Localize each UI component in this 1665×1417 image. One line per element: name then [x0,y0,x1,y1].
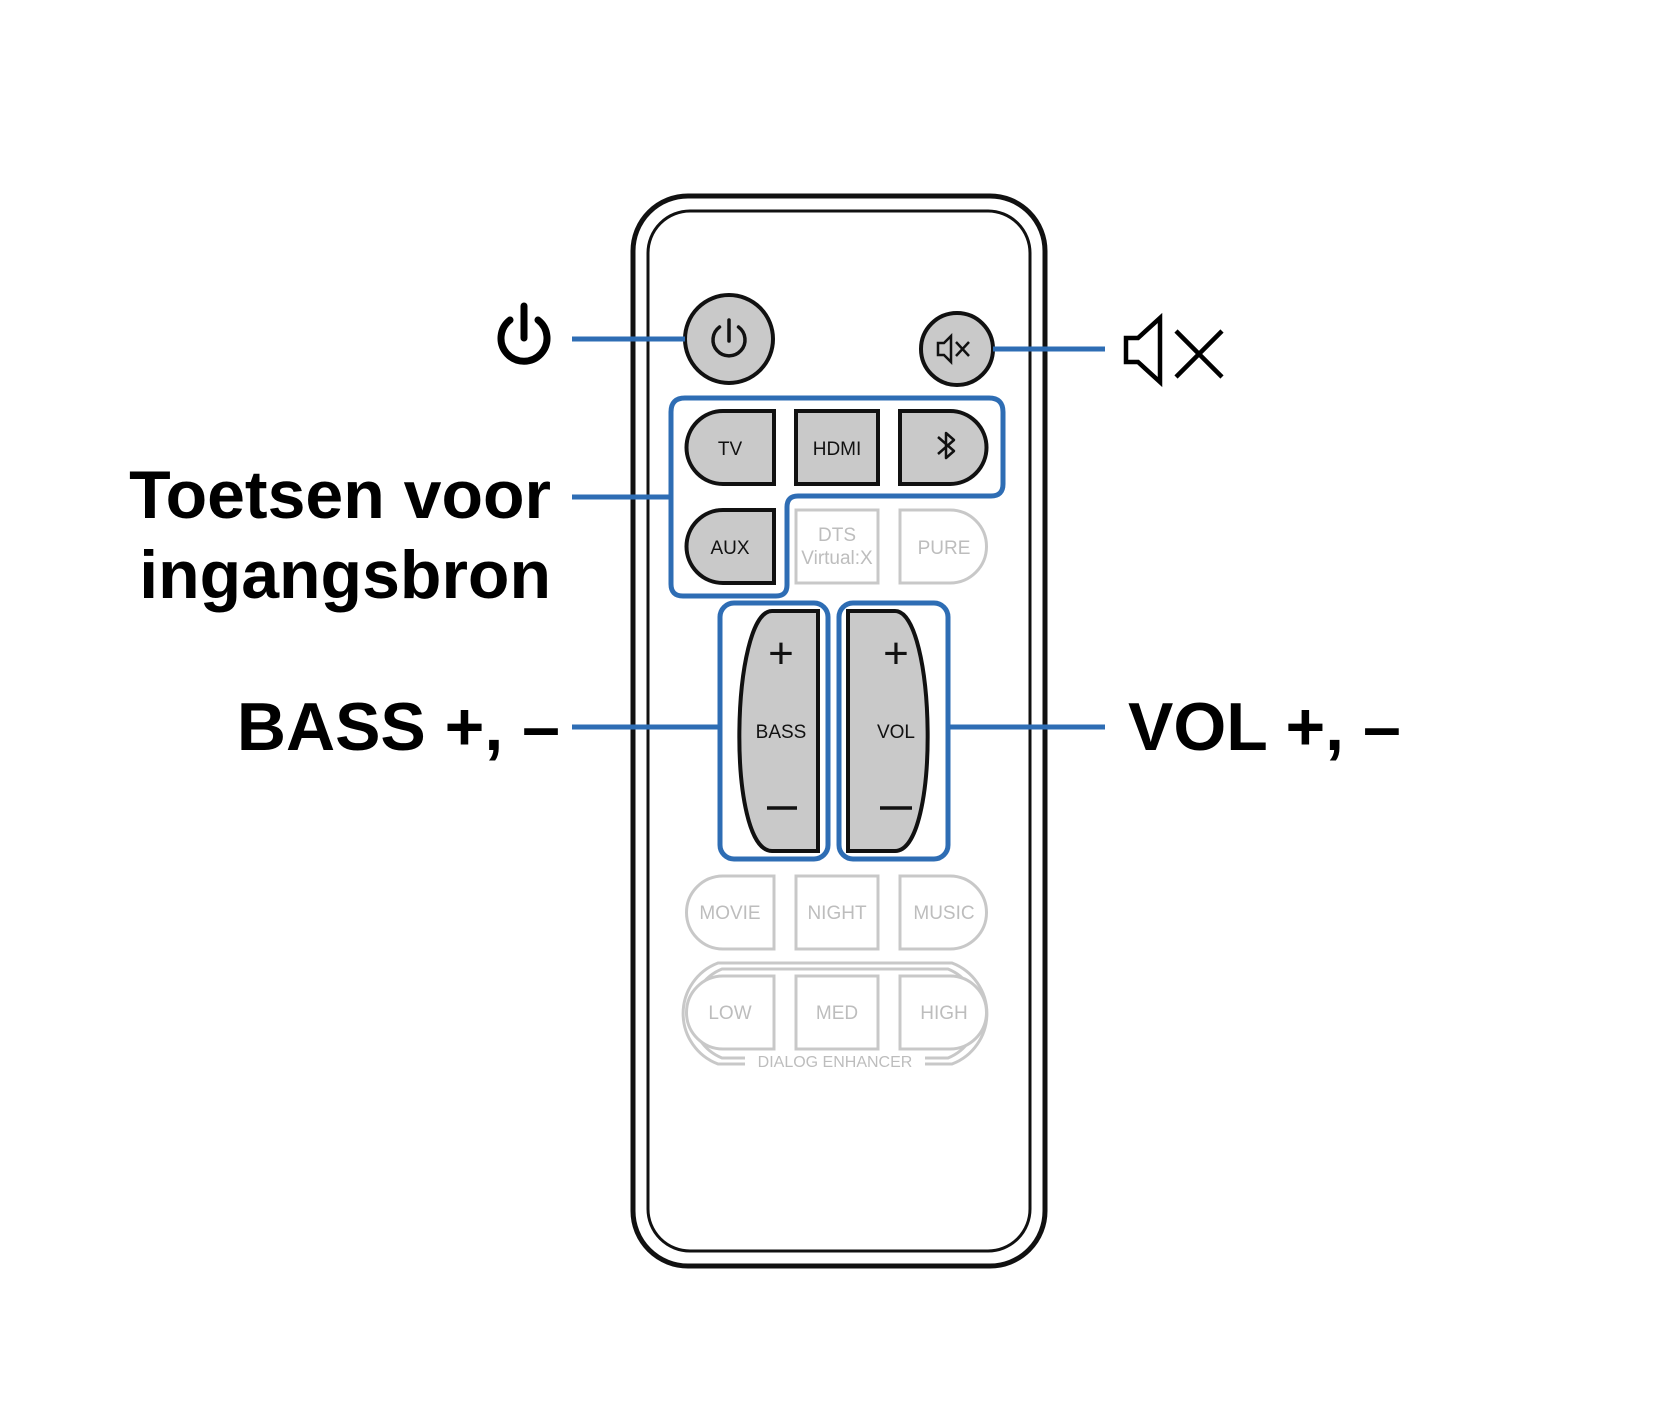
dialog-enhancer-label: DIALOG ENHANCER [758,1054,913,1071]
leader-lines [572,336,1105,730]
med-button[interactable]: MED [794,974,880,1051]
power-icon [711,318,747,358]
low-label: LOW [708,1003,751,1024]
bass-highlight [717,600,831,862]
mute-callout-icon [1123,312,1224,388]
vol-highlight [836,600,951,862]
movie-label: MOVIE [699,903,760,924]
vol-label: VOL [877,722,915,743]
mute-icon [936,332,970,366]
tv-button-label: TV [718,439,743,460]
virtualx-label: Virtual:X [801,548,873,569]
input-buttons-highlight [668,395,1006,599]
med-label: MED [816,1003,858,1024]
dts-virtualx-button[interactable]: DTS Virtual:X [794,508,880,585]
input-keys-callout-line2: ingangsbron [139,537,551,613]
input-keys-callout-line1: Toetsen voor [129,457,551,533]
bass-plus: + [768,629,794,678]
power-callout-icon [497,302,551,365]
music-button[interactable]: MUSIC [898,874,988,951]
pure-button[interactable]: PURE [898,508,988,585]
hdmi-button-label: HDMI [813,439,862,460]
vol-rocker[interactable]: + VOL [846,609,930,853]
bluetooth-button[interactable] [898,409,989,486]
tv-button[interactable]: TV [684,409,776,486]
bass-rocker[interactable]: + BASS [737,609,820,853]
bluetooth-icon [937,431,956,460]
low-button[interactable]: LOW [685,974,776,1051]
high-button[interactable]: HIGH [898,974,988,1051]
high-label: HIGH [920,1003,968,1024]
hdmi-button[interactable]: HDMI [794,409,880,486]
bass-label: BASS [756,722,807,743]
aux-button[interactable]: AUX [684,508,776,585]
mute-button[interactable] [919,311,995,387]
vol-callout: VOL +, – [1128,689,1401,765]
music-label: MUSIC [913,903,974,924]
vol-plus: + [883,629,909,678]
night-button[interactable]: NIGHT [794,874,880,951]
bass-callout: BASS +, – [237,689,560,765]
night-label: NIGHT [807,903,867,924]
movie-button[interactable]: MOVIE [685,874,776,951]
dts-label: DTS [818,525,856,546]
aux-button-label: AUX [710,538,749,559]
power-button[interactable] [683,293,775,385]
pure-label: PURE [918,538,971,559]
